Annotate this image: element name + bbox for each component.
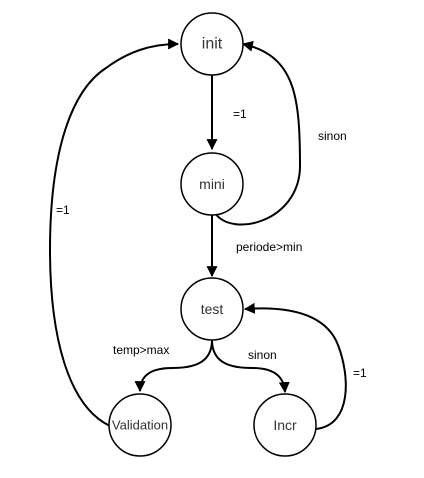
node-incr: Incr xyxy=(253,393,317,457)
edge-test-to-incr xyxy=(211,339,290,394)
edge-label-test-to-incr: sinon xyxy=(248,348,277,362)
node-test-label: test xyxy=(201,301,224,317)
edge-incr-to-test xyxy=(243,302,347,430)
node-validation-label: Validation xyxy=(112,418,168,433)
node-init-label: init xyxy=(202,36,223,53)
edge-label-mini-to-test: periode>min xyxy=(236,240,302,254)
edge-label-test-to-validation: temp>max xyxy=(113,343,169,357)
edge-label-validation-to-init: =1 xyxy=(56,203,70,217)
node-incr-label: Incr xyxy=(273,417,297,433)
node-init: init xyxy=(180,12,244,76)
edge-label-mini-to-init: sinon xyxy=(318,129,347,143)
edge-label-incr-to-test: =1 xyxy=(353,366,367,380)
edge-test-to-validation xyxy=(134,339,213,393)
edge-validation-to-init xyxy=(48,38,180,427)
node-mini-label: mini xyxy=(199,176,225,192)
edge-mini-to-init xyxy=(214,40,302,226)
node-mini: mini xyxy=(180,152,244,216)
edge-label-init-to-mini: =1 xyxy=(233,107,247,121)
node-test: test xyxy=(180,277,244,341)
node-validation: Validation xyxy=(108,393,172,457)
